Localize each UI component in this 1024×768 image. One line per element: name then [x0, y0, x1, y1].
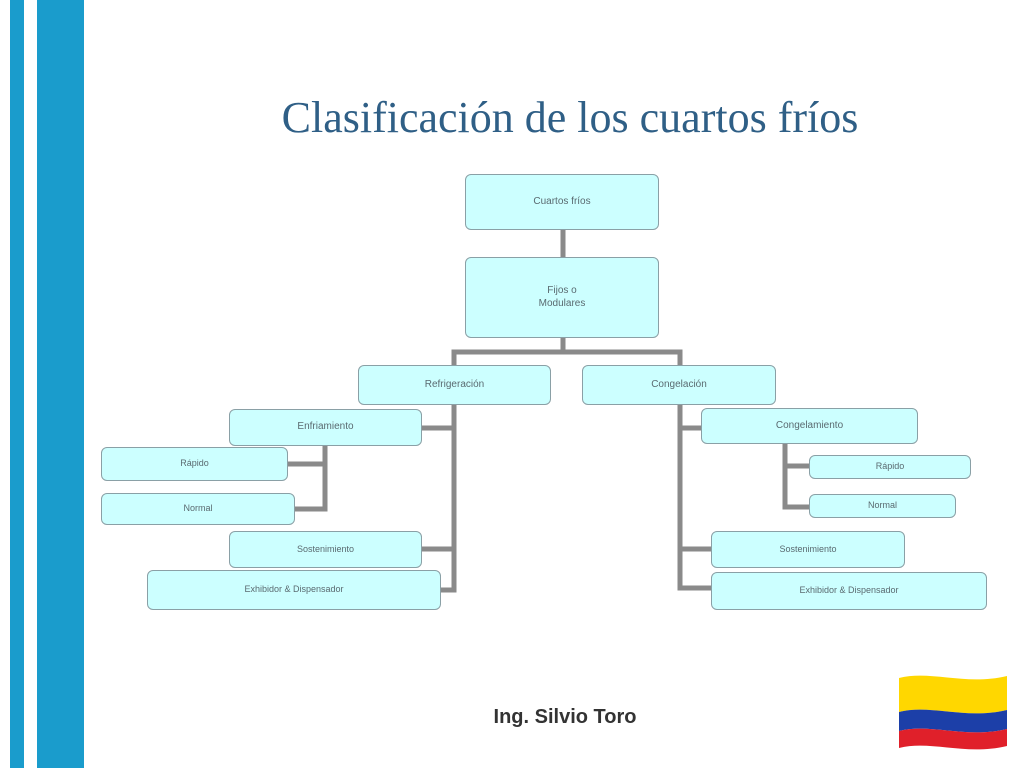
node-enfriamiento: Enfriamiento [229, 409, 422, 446]
node-congelacion: Congelación [582, 365, 776, 405]
left-accent-stripe-thin [10, 0, 24, 768]
node-congelamiento-rapido: Rápido [809, 455, 971, 479]
left-accent-stripe-wide [37, 0, 84, 768]
node-fijos-modulares: Fijos o Modulares [465, 257, 659, 338]
author-name: Ing. Silvio Toro [493, 706, 637, 728]
node-congelamiento-normal: Normal [809, 494, 956, 518]
node-refrigeracion-sostenimiento: Sostenimiento [229, 531, 422, 568]
node-enfriamiento-rapido: Rápido [101, 447, 288, 481]
node-cuartos-frios: Cuartos fríos [465, 174, 659, 230]
slide-title: Clasificación de los cuartos fríos [281, 93, 859, 142]
colombia-flag-icon [899, 675, 1007, 750]
node-enfriamiento-normal: Normal [101, 493, 295, 525]
node-congelacion-exhibidor: Exhibidor & Dispensador [711, 572, 987, 610]
node-congelamiento: Congelamiento [701, 408, 918, 444]
node-refrigeracion: Refrigeración [358, 365, 551, 405]
node-congelacion-sostenimiento: Sostenimiento [711, 531, 905, 568]
node-refrigeracion-exhibidor: Exhibidor & Dispensador [147, 570, 441, 610]
